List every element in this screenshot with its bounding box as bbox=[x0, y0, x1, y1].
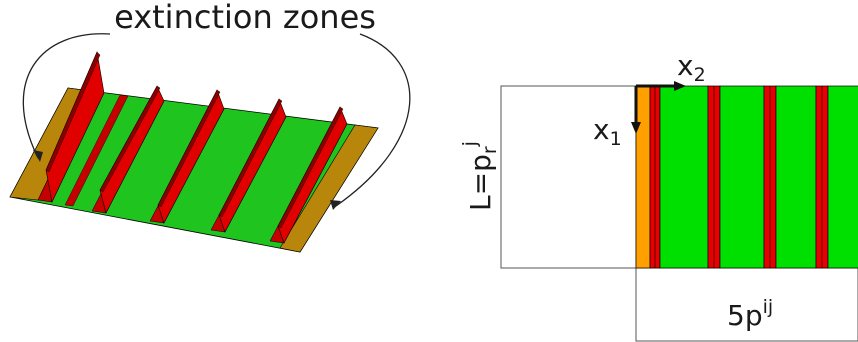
left-arrowhead bbox=[33, 150, 43, 162]
right-arrowhead bbox=[330, 200, 341, 210]
strip-green-8 bbox=[827, 85, 858, 269]
stiffener-blades bbox=[45, 50, 348, 244]
extinction-zones-title: extinction zones bbox=[114, 0, 376, 36]
length-frame bbox=[500, 85, 637, 269]
strip-orange-0 bbox=[635, 85, 651, 269]
strip-green-6 bbox=[775, 85, 817, 269]
x2-arrowhead bbox=[674, 81, 686, 91]
x2-axis-label: x2 bbox=[677, 49, 706, 86]
strip-green-4 bbox=[719, 85, 765, 269]
width-label: 5pij bbox=[727, 296, 773, 332]
strip-green-2 bbox=[659, 85, 709, 269]
planar-layout bbox=[500, 85, 858, 342]
svg-text:L=prj: L=prj bbox=[459, 141, 501, 211]
coordinate-axes bbox=[631, 81, 686, 134]
stiffened-panel-3d bbox=[9, 50, 379, 253]
left-curved-arrow bbox=[22, 33, 111, 159]
right-extinction-strip bbox=[279, 124, 379, 253]
right-curved-arrow bbox=[335, 33, 411, 207]
extinction-zone-arrows bbox=[22, 33, 411, 207]
length-label: L=prj bbox=[459, 141, 501, 211]
strip-pattern bbox=[635, 85, 858, 269]
x1-arrowhead bbox=[631, 122, 641, 134]
x1-axis-label: x1 bbox=[593, 113, 622, 150]
